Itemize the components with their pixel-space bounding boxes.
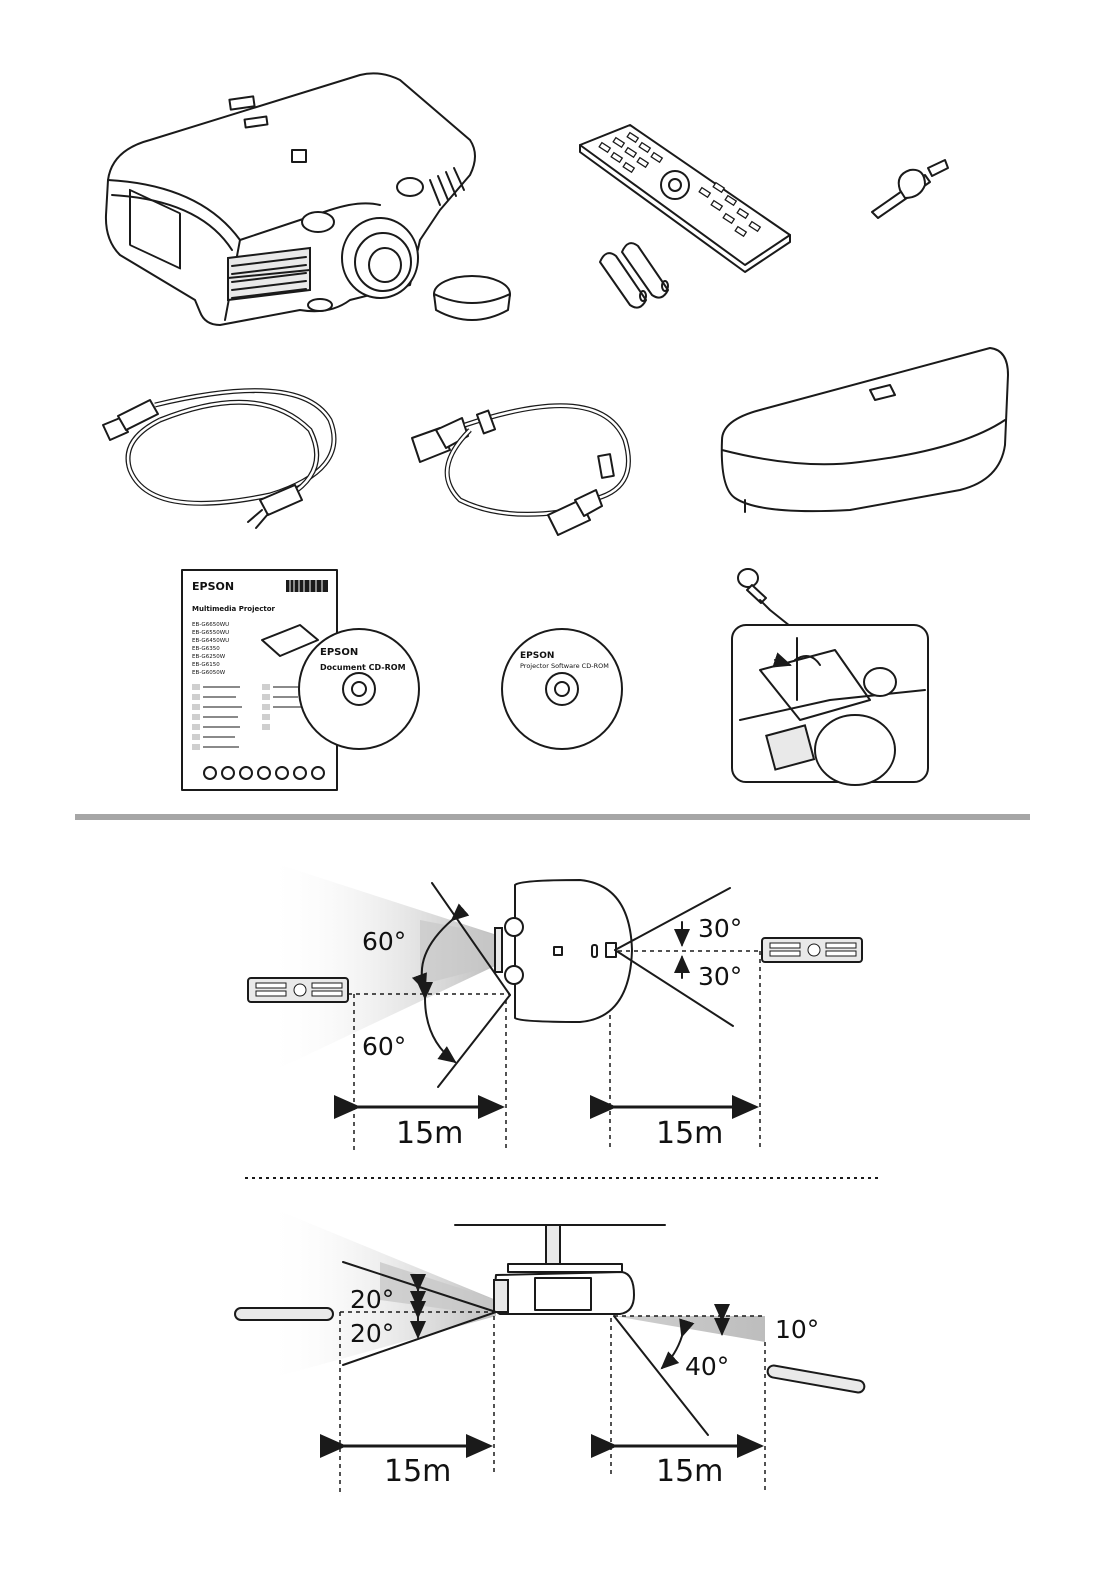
document-cd-brand: EPSON <box>320 647 358 658</box>
remote-range-side-view: 20° 20° 10° 40° 15m 15m <box>235 1205 865 1492</box>
manual-model: EB-G6450WU <box>192 638 229 644</box>
angle-label: 40° <box>685 1352 729 1381</box>
angle-label: 30° <box>698 914 742 943</box>
manual-model: EB-G6550WU <box>192 630 229 636</box>
distance-label: 15m <box>384 1454 451 1489</box>
lens-cover-illustration <box>434 276 510 320</box>
cable-cover-illustration <box>722 348 1008 512</box>
manual-model: EB-G6250W <box>192 654 226 660</box>
distance-label: 15m <box>656 1116 723 1151</box>
manual-model: EB-G6150 <box>192 662 220 668</box>
angle-label: 60° <box>362 1032 406 1061</box>
manual-model: EB-G6050W <box>192 670 226 676</box>
distance-label: 15m <box>656 1454 723 1489</box>
remote-range-top-view: 60° 60° 30° 30° <box>248 860 862 1151</box>
remote-control-illustration <box>580 125 790 272</box>
manual-model: EB-G6650WU <box>192 622 229 628</box>
document-cd-illustration: EPSON Document CD-ROM <box>299 629 419 749</box>
security-screw-illustration <box>732 569 928 785</box>
software-cd-illustration: EPSON Projector Software CD-ROM <box>502 629 622 749</box>
manual-brand: EPSON <box>192 580 234 593</box>
cable-clamp-illustration <box>872 160 948 218</box>
document-cd-label: Document CD-ROM <box>320 663 406 672</box>
angle-label: 60° <box>362 927 406 956</box>
software-cd-brand: EPSON <box>520 651 554 661</box>
angle-label: 20° <box>350 1285 394 1314</box>
section-separator <box>75 814 1030 820</box>
angle-label: 10° <box>775 1315 819 1344</box>
computer-cable-illustration <box>412 406 628 535</box>
batteries-illustration <box>600 243 668 307</box>
angle-label: 20° <box>350 1319 394 1348</box>
angle-label: 30° <box>698 962 742 991</box>
manual-model: EB-G6350 <box>192 646 220 652</box>
projector-illustration <box>106 73 475 325</box>
software-cd-label: Projector Software CD-ROM <box>520 662 609 670</box>
manual-title: Multimedia Projector <box>192 605 276 613</box>
power-cable-illustration <box>103 391 334 528</box>
distance-label: 15m <box>396 1116 463 1151</box>
